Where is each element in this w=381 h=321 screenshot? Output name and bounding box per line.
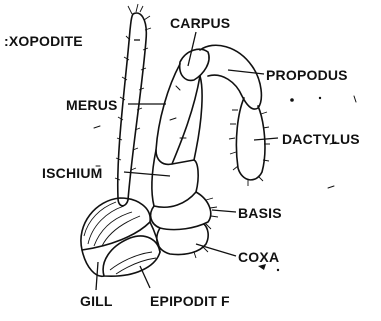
label-propodus: PROPODUS xyxy=(266,67,348,83)
label-merus: MERUS xyxy=(66,97,118,113)
specks xyxy=(94,96,356,271)
leader-propodus xyxy=(228,70,264,74)
label-ischium: ISCHIUM xyxy=(42,165,103,181)
label-dactylus: DACTYLUS xyxy=(282,131,360,147)
leader-basis xyxy=(212,210,236,212)
epipodite-shape xyxy=(103,222,160,276)
label-gill: GILL xyxy=(80,293,113,309)
leg-shape xyxy=(151,45,270,258)
leader-dactylus xyxy=(254,138,278,140)
label-carpus: CARPUS xyxy=(170,15,230,31)
exopodite-shape xyxy=(115,4,151,206)
label-basis: BASIS xyxy=(238,205,282,221)
gill-shape xyxy=(81,198,150,276)
label-coxa: COXA xyxy=(238,249,279,265)
label-exopodite: :XOPODITE xyxy=(4,33,83,49)
leader-coxa xyxy=(196,244,236,256)
label-epipodite: EPIPODIT F xyxy=(150,293,230,309)
